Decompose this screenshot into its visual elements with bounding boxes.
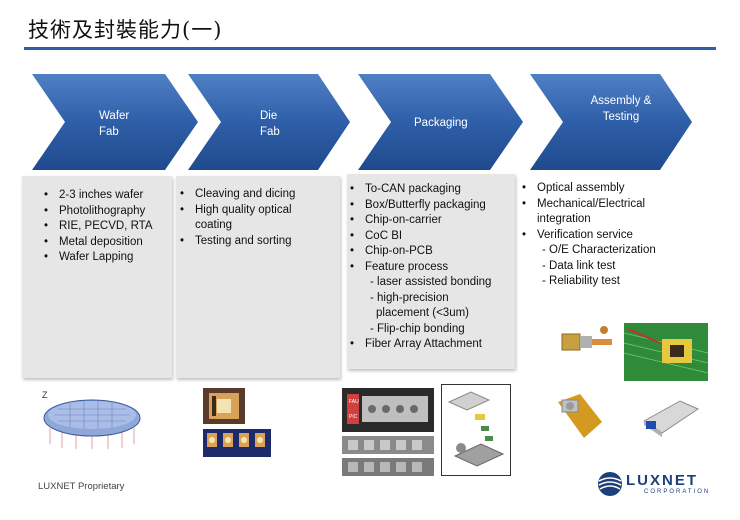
stage-arrow-die-fab bbox=[188, 74, 350, 170]
list-subitem: - Flip-chip bonding bbox=[370, 322, 465, 335]
svg-text:FAU: FAU bbox=[349, 399, 359, 405]
list-item: Optical assembly bbox=[522, 181, 702, 197]
stage-arrow-wafer-fab bbox=[32, 74, 198, 170]
die-chip-image bbox=[203, 388, 245, 424]
list-item: Verification service bbox=[522, 228, 702, 244]
list-item: Feature process bbox=[350, 260, 515, 276]
wafer-image: Z bbox=[42, 390, 141, 449]
sfp-transceiver-image bbox=[643, 400, 700, 437]
process-flow bbox=[32, 74, 692, 170]
stage-arrow-assembly bbox=[530, 74, 692, 170]
company-logo: LUXNET CORPORATION bbox=[596, 470, 720, 500]
packaging-list: To-CAN packaging Box/Butterfly packaging… bbox=[350, 182, 515, 353]
stage-label-wafer-fab: Wafer Fab bbox=[99, 110, 130, 138]
to-can-module-image bbox=[561, 326, 612, 351]
stage-label-assembly: Assembly & Testing bbox=[590, 95, 652, 123]
list-item: Chip-on-PCB bbox=[350, 244, 515, 260]
flex-module-image bbox=[558, 394, 602, 438]
list-item: 2-3 inches wafer bbox=[44, 188, 172, 204]
wafer-fab-list: 2-3 inches wafer Photolithography RIE, P… bbox=[44, 188, 172, 266]
list-item: coating bbox=[195, 219, 233, 231]
footer-text: LUXNET Proprietary bbox=[38, 481, 125, 492]
svg-text:PIC: PIC bbox=[349, 414, 358, 420]
list-item: Photolithography bbox=[44, 204, 172, 220]
list-item: Cleaving and dicing bbox=[180, 187, 338, 203]
list-subitem: - high-precision bbox=[370, 291, 449, 304]
stage-label-packaging: Packaging bbox=[414, 117, 468, 129]
list-subitem: placement (<3um) bbox=[376, 307, 469, 319]
stage-label-die-fab: Die Fab bbox=[260, 110, 280, 138]
packaging-bonding-image: FAU PIC bbox=[342, 388, 434, 476]
list-item: High quality optical bbox=[180, 203, 338, 219]
list-item: Metal deposition bbox=[44, 235, 172, 251]
die-fab-list: Cleaving and dicing High quality optical… bbox=[180, 187, 338, 249]
list-subitem: - Data link test bbox=[542, 259, 616, 272]
list-subitem: - laser assisted bonding bbox=[370, 276, 492, 288]
list-item: RIE, PECVD, RTA bbox=[44, 219, 172, 235]
logo-globe-icon bbox=[598, 472, 622, 496]
logo-subtext: CORPORATION bbox=[644, 489, 711, 495]
page-title: 技術及封裝能力(一) bbox=[28, 18, 223, 42]
die-array-image bbox=[203, 429, 271, 457]
list-item: To-CAN packaging bbox=[350, 182, 515, 198]
list-item: integration bbox=[537, 213, 591, 225]
packaging-exploded-image bbox=[441, 384, 511, 476]
list-item: Fiber Array Attachment bbox=[350, 337, 515, 353]
list-subitem: - Reliability test bbox=[542, 275, 620, 287]
list-subitem: - O/E Characterization bbox=[542, 244, 656, 256]
list-item: CoC BI bbox=[350, 229, 515, 245]
logo-wordmark: LUXNET bbox=[626, 472, 698, 489]
assembly-list: Optical assembly Mechanical/Electrical i… bbox=[522, 181, 702, 290]
svg-text:Z: Z bbox=[42, 390, 48, 400]
title-divider bbox=[24, 47, 716, 50]
list-item: Box/Butterfly packaging bbox=[350, 198, 515, 214]
chip-on-pcb-image bbox=[624, 323, 708, 381]
list-item: Mechanical/Electrical bbox=[522, 197, 702, 213]
list-item: Chip-on-carrier bbox=[350, 213, 515, 229]
stage-arrow-packaging bbox=[358, 74, 523, 170]
list-item: Wafer Lapping bbox=[44, 250, 172, 266]
list-item: Testing and sorting bbox=[180, 234, 338, 250]
